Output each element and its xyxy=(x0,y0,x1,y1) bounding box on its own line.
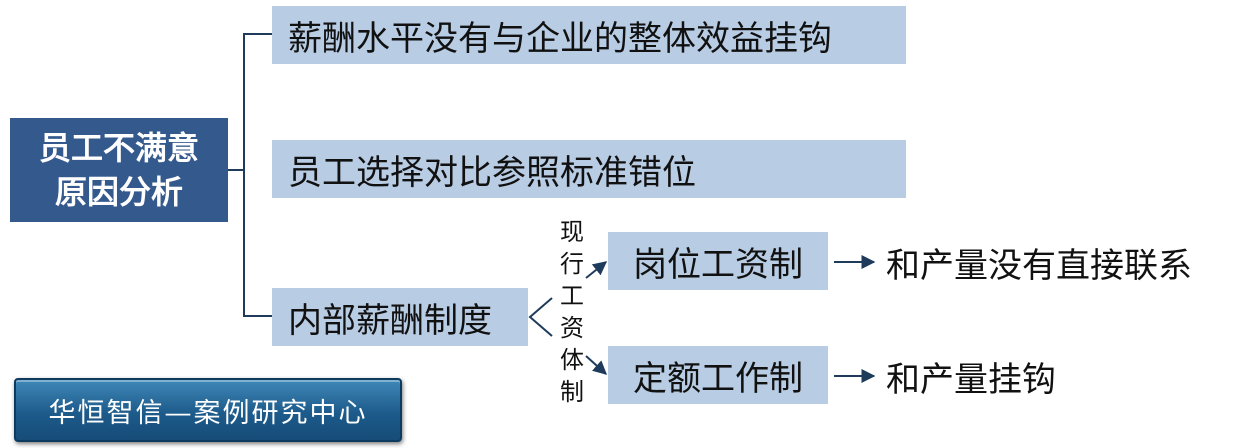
root-line-1: 员工不满意 xyxy=(38,129,199,167)
footer-badge: 华恒智信—案例研究中心 xyxy=(14,378,402,442)
current-system-label: 现行工资体制 xyxy=(560,218,584,406)
result-text-2: 和产量挂钩 xyxy=(886,360,1056,400)
sub-item-position-wage: 岗位工资制 xyxy=(608,232,828,290)
branch-salary-level: 薪酬水平没有与企业的整体效益挂钩 xyxy=(272,6,906,64)
root-node: 员工不满意 原因分析 xyxy=(10,118,228,222)
bracket-line xyxy=(243,33,272,317)
result-text-1: 和产量没有直接联系 xyxy=(886,246,1192,286)
branch-reference-mismatch: 员工选择对比参照标准错位 xyxy=(272,140,906,198)
arrow-to-sub-2 xyxy=(585,355,608,375)
sub-item-quota-work: 定额工作制 xyxy=(608,346,828,404)
arrow-to-sub-1 xyxy=(585,261,608,279)
root-line-2: 原因分析 xyxy=(54,173,183,211)
branch-internal-system: 内部薪酬制度 xyxy=(272,288,528,346)
split-chevron xyxy=(528,297,553,337)
